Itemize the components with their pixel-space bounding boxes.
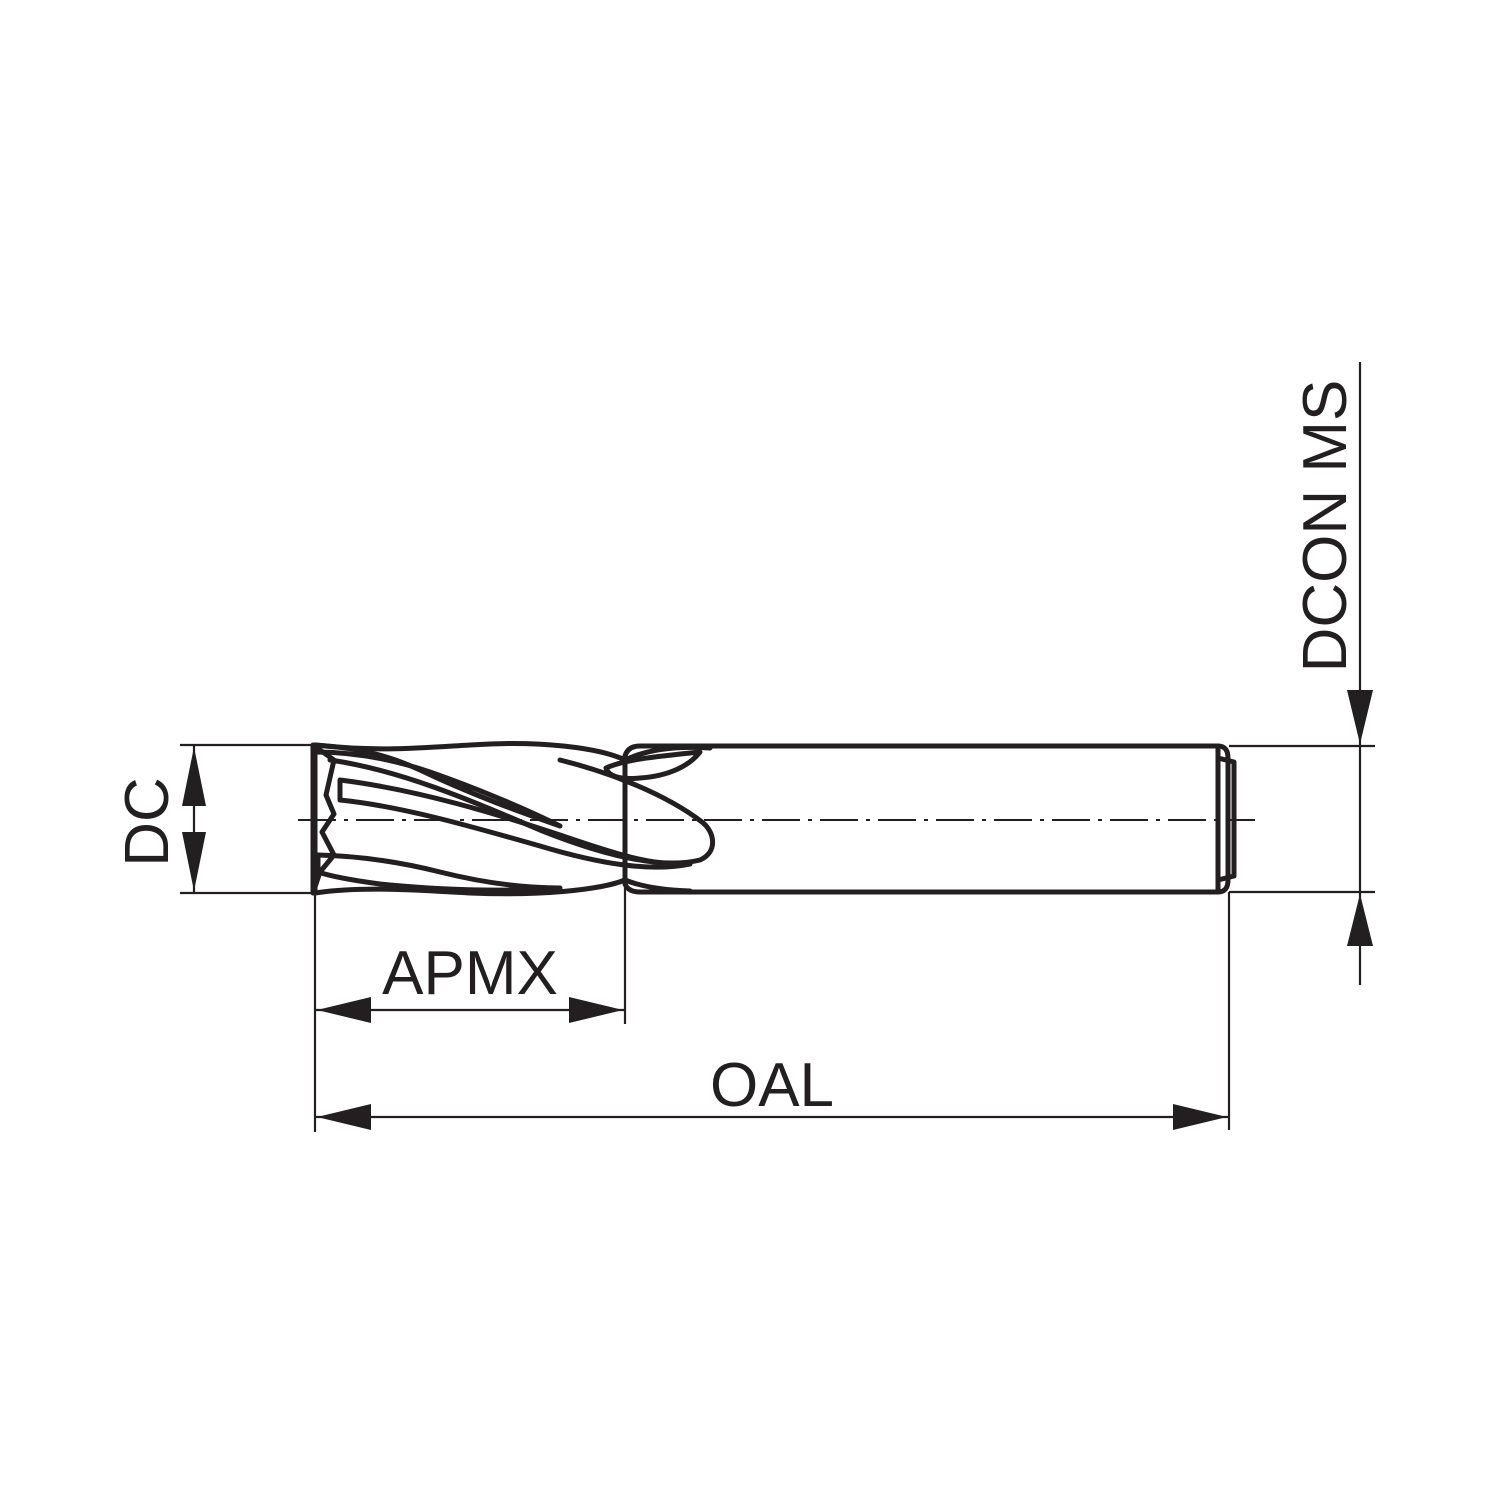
apmx-arrow-left (317, 997, 371, 1023)
flute-helix-edge-2 (337, 777, 693, 870)
apmx-label: APMX (382, 939, 558, 1008)
dcon-arrow-bottom (1347, 894, 1373, 946)
cutting-tip (310, 742, 337, 896)
flute-groove-top (312, 742, 563, 829)
oal-arrow-left (317, 1104, 371, 1130)
oal-dimension: OAL (315, 892, 1231, 1130)
dc-arrow-top (182, 747, 206, 806)
dcon-arrow-top (1347, 690, 1373, 744)
dcon-label: DCON MS (1291, 380, 1360, 673)
dcon-ms-dimension: DCON MS (1229, 362, 1375, 985)
dc-dimension: DC (113, 743, 313, 895)
flute-runout-edge (622, 744, 713, 894)
end-mill-tool (310, 741, 1237, 897)
flute-runout (603, 749, 703, 781)
dc-label: DC (113, 777, 182, 867)
apmx-dimension: APMX (313, 884, 627, 1132)
dc-arrow-bottom (182, 832, 206, 891)
flute-groove-bottom (315, 852, 563, 893)
oal-arrow-right (1173, 1104, 1227, 1130)
apmx-arrow-right (569, 997, 623, 1023)
oal-label: OAL (710, 1051, 834, 1120)
